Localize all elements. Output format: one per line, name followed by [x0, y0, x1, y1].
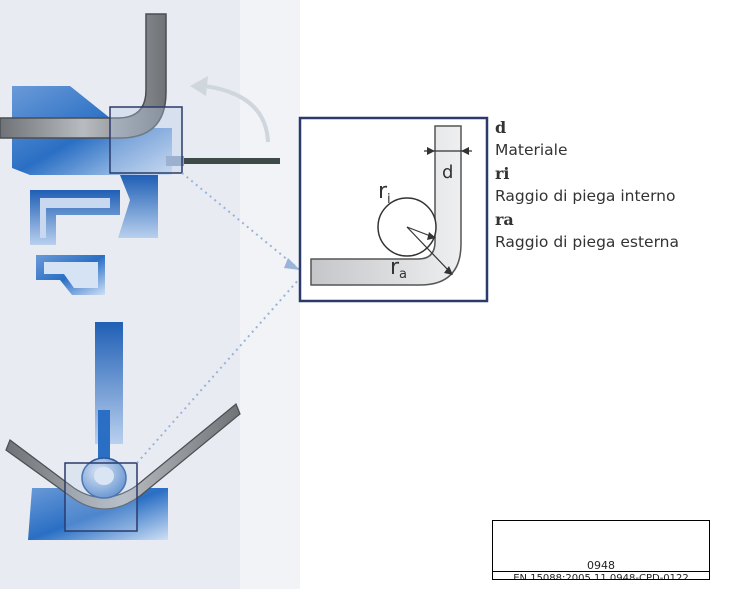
legend-def-outer-radius: Raggio di piega esterna	[495, 233, 679, 251]
legend-def-inner-radius: Raggio di piega interno	[495, 187, 676, 205]
thickness-arrow-left	[427, 147, 435, 155]
thickness-arrow-right	[461, 147, 469, 155]
bend-detail: d ri ra	[298, 116, 489, 303]
notified-body-number: 0948	[587, 559, 615, 572]
legend-term-thickness: d	[495, 118, 507, 137]
press-brake	[5, 322, 241, 540]
outer-radius-label: ra	[390, 255, 407, 282]
support-block-inner	[44, 262, 98, 288]
clamp-slot	[40, 198, 110, 238]
punch-ball-highlight	[94, 467, 114, 485]
legend-def-thickness: Materiale	[495, 141, 568, 159]
connector-bottom	[136, 277, 301, 464]
zoom-frame-top	[109, 106, 183, 174]
inner-radius-label: ri	[378, 179, 391, 207]
flat-bar	[166, 158, 280, 164]
legend-term-inner-radius: ri	[495, 164, 510, 183]
pressure-die	[118, 175, 158, 238]
rotation-arrow-head	[190, 76, 208, 96]
ce-certification-box: 0948 EN 15088:2005 11 0948-CPD-0122	[492, 520, 710, 580]
connector-top	[181, 172, 301, 271]
outer-radius-line	[406, 226, 451, 273]
standard-reference: EN 15088:2005 11 0948-CPD-0122	[493, 571, 709, 579]
flat-bar-connector	[166, 156, 184, 166]
legend-term-outer-radius: ra	[495, 210, 514, 229]
outer-radius-arrowhead	[444, 266, 453, 275]
rotation-arrow	[204, 84, 270, 143]
rotary-bender	[0, 13, 280, 295]
connector-top-arrow	[284, 258, 300, 270]
panel-fade	[240, 0, 300, 589]
zoom-frame-bottom	[64, 462, 138, 532]
legend: d Materiale ri Raggio di piega interno r…	[495, 118, 679, 256]
thickness-label: d	[442, 162, 453, 183]
punch-stem	[98, 410, 110, 458]
detail-bend-profile	[310, 125, 462, 286]
bent-bar	[0, 13, 167, 139]
inner-radius-arrowhead	[427, 232, 436, 240]
